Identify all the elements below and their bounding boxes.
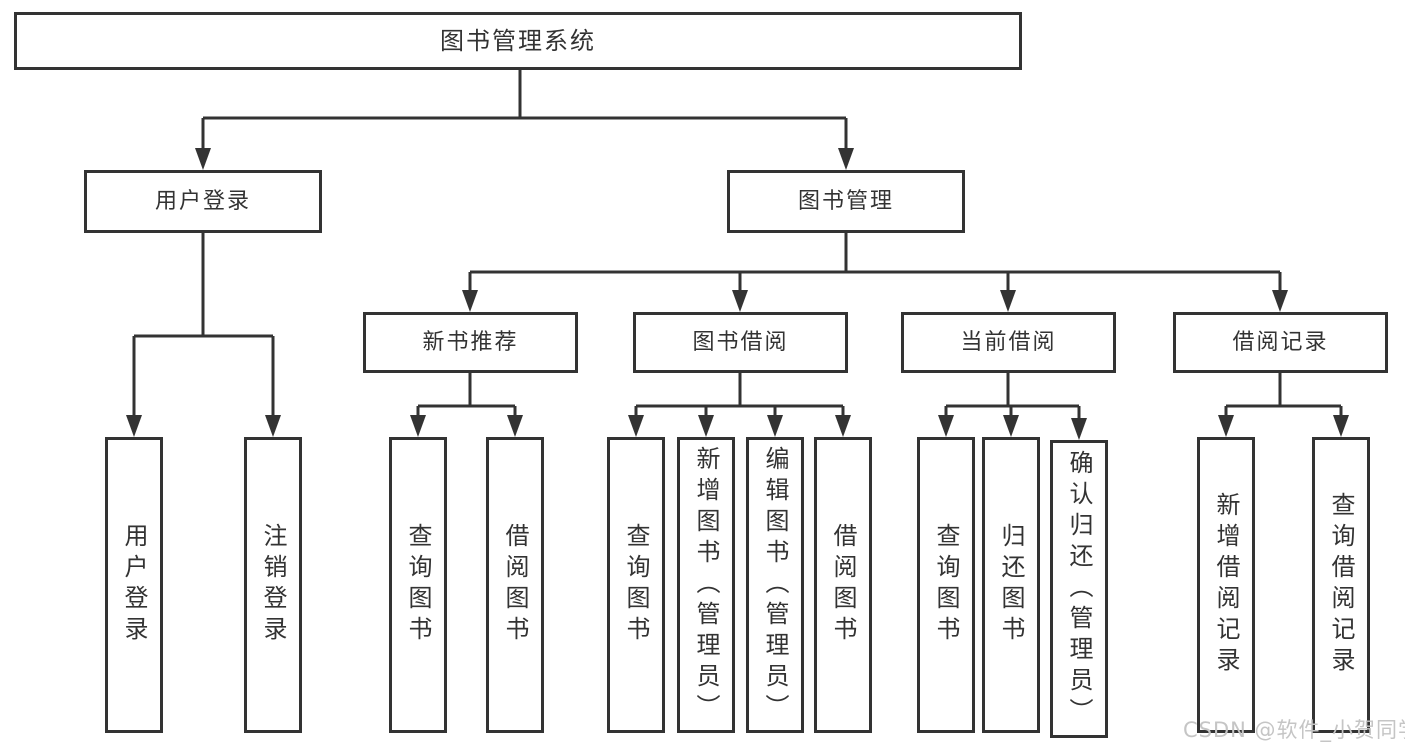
leaf-edit-book-admin: 编辑图书（管理员） [746,437,804,733]
node-current-borrowing: 当前借阅 [901,312,1116,373]
leaf-label: 新增借阅记录 [1212,492,1240,678]
leaf-label: 查询借阅记录 [1327,492,1355,678]
connector-borrow-leaves [634,373,845,419]
leaf-add-borrow-record: 新增借阅记录 [1197,437,1255,733]
connector-current-leaves [944,373,1081,422]
leaf-label: 借阅图书 [829,523,857,647]
leaf-borrow-books-2: 借阅图书 [814,437,872,733]
connector-records-leaves [1224,373,1343,419]
connector-recommend-leaves [416,373,517,419]
leaf-label: 借阅图书 [501,523,529,647]
leaf-query-borrow-record: 查询借阅记录 [1312,437,1370,733]
leaf-label: 查询图书 [404,523,432,647]
connector-bookmgmt-level3 [468,233,1282,294]
leaf-query-books-current: 查询图书 [917,437,975,733]
connector-root-level2 [201,70,848,152]
leaf-label: 新增图书（管理员） [692,445,720,725]
connector-login-leaves [132,233,275,419]
leaf-return-book: 归还图书 [982,437,1040,733]
node-root: 图书管理系统 [14,12,1022,70]
node-book-management: 图书管理 [727,170,965,233]
node-new-book-recommend: 新书推荐 [363,312,578,373]
leaf-confirm-return-admin: 确认归还（管理员） [1050,440,1108,738]
leaf-label: 查询图书 [932,523,960,647]
leaf-query-books-borrow: 查询图书 [607,437,665,733]
leaf-label: 注销登录 [259,523,287,647]
leaf-user-login: 用户登录 [105,437,163,733]
node-book-borrowing: 图书借阅 [633,312,848,373]
leaf-label: 编辑图书（管理员） [761,445,789,725]
leaf-label: 确认归还（管理员） [1065,449,1093,729]
node-borrowing-records: 借阅记录 [1173,312,1388,373]
leaf-logout: 注销登录 [244,437,302,733]
leaf-label: 查询图书 [622,523,650,647]
leaf-label: 归还图书 [997,523,1025,647]
csdn-watermark: CSDN @软件_小贺同学 [1183,718,1405,742]
leaf-add-book-admin: 新增图书（管理员） [677,437,735,733]
leaf-query-books-recommend: 查询图书 [389,437,447,733]
arrowheads [126,148,1349,440]
leaf-borrow-books-recommend: 借阅图书 [486,437,544,733]
node-user-login: 用户登录 [84,170,322,233]
leaf-label: 用户登录 [120,523,148,647]
